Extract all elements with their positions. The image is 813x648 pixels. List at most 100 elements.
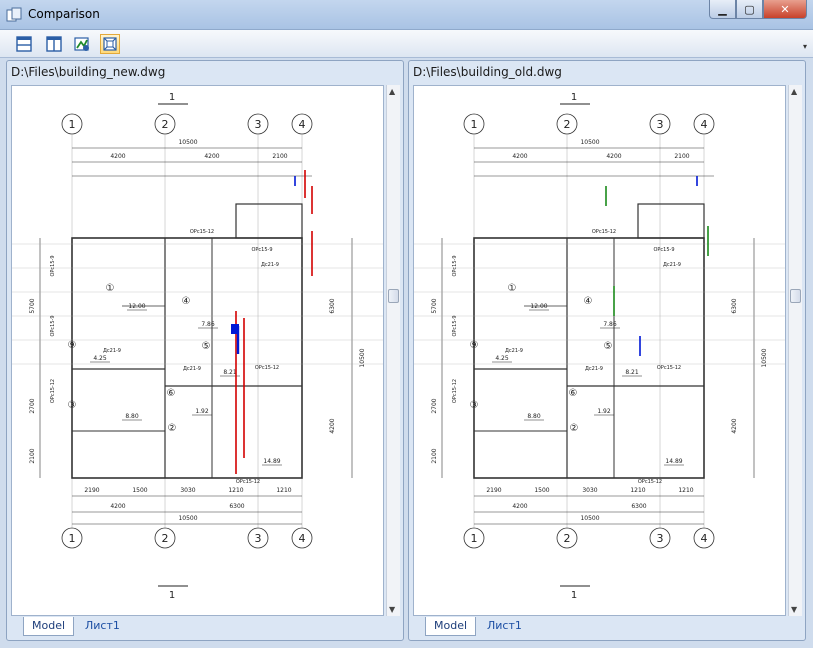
dim-side-text: 10500 bbox=[359, 348, 366, 367]
room-number: ② bbox=[570, 423, 579, 434]
room-area: 1.92 bbox=[597, 408, 611, 415]
room-area: 12.00 bbox=[128, 303, 145, 310]
layout-tabs: Model Лист1 bbox=[413, 617, 803, 637]
dim-text: 4200 bbox=[606, 153, 621, 160]
room-number: ② bbox=[168, 423, 177, 434]
dim-total: 10500 bbox=[178, 515, 197, 522]
room-area: 14.89 bbox=[665, 458, 682, 465]
toolbar: ▾ bbox=[0, 30, 813, 58]
axis-label: 1 bbox=[471, 532, 478, 545]
close-button[interactable]: ✕ bbox=[763, 0, 807, 19]
outer-wall bbox=[473, 237, 705, 479]
window-label: ОРс15-9 bbox=[653, 247, 674, 253]
scroll-up-icon[interactable]: ▲ bbox=[389, 87, 396, 96]
dim-text: 1500 bbox=[132, 487, 147, 494]
dim-text: 2100 bbox=[674, 153, 689, 160]
close-icon: ✕ bbox=[780, 2, 790, 16]
split-vertical-button[interactable] bbox=[44, 34, 64, 54]
room-number: ⑨ bbox=[470, 340, 479, 351]
dim-text: 4200 bbox=[512, 153, 527, 160]
room-number: ④ bbox=[182, 296, 191, 307]
axis-label: 4 bbox=[299, 532, 306, 545]
axis-label: 2 bbox=[162, 118, 169, 131]
axis-label: 2 bbox=[564, 118, 571, 131]
fit-extents-button[interactable] bbox=[100, 34, 120, 54]
window-label: ОРс15-12 bbox=[657, 365, 681, 371]
room-number: ⑥ bbox=[167, 388, 176, 399]
dim-text: 4200 bbox=[512, 503, 527, 510]
room-area: 7.86 bbox=[603, 321, 617, 328]
minimize-icon: ▁ bbox=[718, 2, 727, 16]
room-area: 8.80 bbox=[527, 413, 541, 420]
tab-sheet1[interactable]: Лист1 bbox=[85, 619, 120, 632]
door-label: Дс21-9 bbox=[585, 366, 603, 372]
dim-side-text: 6300 bbox=[329, 298, 336, 313]
sync-view-icon bbox=[74, 37, 89, 51]
balcony-wall bbox=[637, 203, 705, 239]
room-area: 8.80 bbox=[125, 413, 139, 420]
room-number: ⑤ bbox=[202, 341, 211, 352]
dim-side-text: 6300 bbox=[731, 298, 738, 313]
door-label: Дс21-9 bbox=[103, 348, 121, 354]
dim-text: 1500 bbox=[534, 487, 549, 494]
window-title: Comparison bbox=[28, 7, 100, 21]
room-area: 12.00 bbox=[530, 303, 547, 310]
window-label: ОРс15-9 bbox=[452, 315, 458, 336]
door-label: Дс21-9 bbox=[183, 366, 201, 372]
room-area: 7.86 bbox=[201, 321, 215, 328]
room-area: 4.25 bbox=[93, 355, 107, 362]
dim-side-text: 2100 bbox=[29, 448, 36, 463]
room-area: 4.25 bbox=[495, 355, 509, 362]
dim-side-text: 2700 bbox=[29, 398, 36, 413]
minimize-button[interactable]: ▁ bbox=[709, 0, 736, 19]
axis-label: 4 bbox=[701, 532, 708, 545]
scroll-thumb[interactable] bbox=[790, 289, 801, 303]
sync-view-button[interactable] bbox=[72, 34, 92, 54]
room-area: 14.89 bbox=[263, 458, 280, 465]
dim-side-text: 2100 bbox=[431, 448, 438, 463]
scroll-down-icon[interactable]: ▼ bbox=[791, 605, 798, 614]
dim-side-text: 4200 bbox=[329, 418, 336, 433]
dim-text: 2190 bbox=[486, 487, 501, 494]
section-mark: 1 bbox=[169, 92, 175, 103]
room-number: ① bbox=[106, 283, 115, 294]
dim-text: 6300 bbox=[229, 503, 244, 510]
split-horizontal-button[interactable] bbox=[14, 34, 34, 54]
toolbar-overflow-icon[interactable]: ▾ bbox=[802, 42, 807, 51]
window-label: ОРс15-12 bbox=[50, 379, 56, 403]
dim-text: 3030 bbox=[180, 487, 195, 494]
tab-model[interactable]: Model bbox=[23, 617, 75, 636]
tab-sheet1[interactable]: Лист1 bbox=[487, 619, 522, 632]
room-number: ⑥ bbox=[569, 388, 578, 399]
dim-side-text: 2700 bbox=[431, 398, 438, 413]
window-label: ОРс15-9 bbox=[452, 255, 458, 276]
axis-label: 2 bbox=[564, 532, 571, 545]
dim-text: 3030 bbox=[582, 487, 597, 494]
scroll-up-icon[interactable]: ▲ bbox=[791, 87, 798, 96]
window-label: ОРс15-12 bbox=[452, 379, 458, 403]
scroll-down-icon[interactable]: ▼ bbox=[389, 605, 396, 614]
section-mark: 1 bbox=[169, 590, 175, 601]
axis-label: 2 bbox=[162, 532, 169, 545]
vertical-scrollbar[interactable]: ▲ ▼ bbox=[788, 85, 802, 616]
door-label: Дс21-9 bbox=[505, 348, 523, 354]
fit-extents-icon bbox=[103, 37, 117, 51]
app-icon bbox=[6, 7, 22, 22]
dim-text: 2100 bbox=[272, 153, 287, 160]
title-bar: Comparison ▁ ▢ ✕ bbox=[0, 0, 813, 30]
window-label: ОРс15-12 bbox=[592, 229, 616, 235]
door-label: Дс21-9 bbox=[261, 262, 279, 268]
vertical-scrollbar[interactable]: ▲ ▼ bbox=[386, 85, 400, 616]
room-number: ① bbox=[508, 283, 517, 294]
tab-model[interactable]: Model bbox=[425, 617, 477, 636]
window-label: ОРс15-12 bbox=[190, 229, 214, 235]
dim-text: 6300 bbox=[631, 503, 646, 510]
dim-text: 1210 bbox=[228, 487, 243, 494]
maximize-button[interactable]: ▢ bbox=[736, 0, 763, 19]
scroll-thumb[interactable] bbox=[388, 289, 399, 303]
outer-wall bbox=[71, 237, 303, 479]
maximize-icon: ▢ bbox=[744, 2, 755, 16]
